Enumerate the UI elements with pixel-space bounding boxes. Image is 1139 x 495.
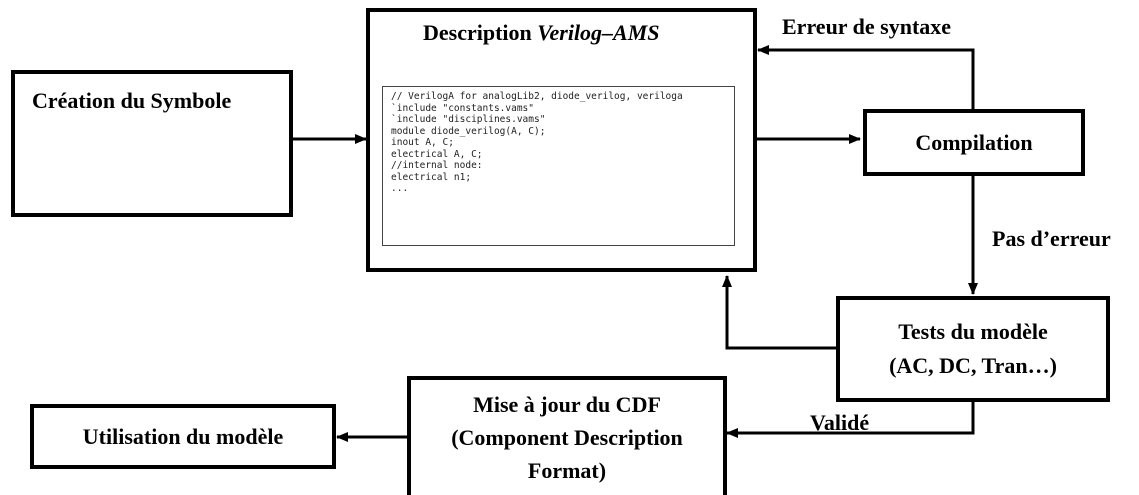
code-line: `include "constants.vams": [391, 102, 534, 114]
code-line: module diode_verilog(A, C);: [391, 125, 546, 137]
verilog-code-panel: // VerilogA for analogLib2, diode_verilo…: [382, 86, 735, 246]
compilation-label: Compilation: [915, 129, 1033, 155]
creation-symbole-box: [11, 70, 293, 217]
utilisation-modele-label: Utilisation du modèle: [82, 423, 284, 449]
compilation-box: Compilation: [863, 109, 1085, 176]
arrow-tests-to-description: [722, 275, 836, 350]
code-line: electrical n1;: [391, 171, 472, 183]
description-verilog-title: Description Verilog–AMS: [423, 20, 660, 45]
code-line: //internal node:: [391, 160, 483, 171]
creation-symbole-label: Création du Symbole: [32, 88, 232, 113]
tests-modele-line2: (AC, DC, Tran…): [889, 353, 1057, 378]
edge-label-valide: Validé: [810, 410, 870, 435]
edge-label-erreur-syntaxe: Erreur de syntaxe: [782, 14, 952, 39]
arrow-compilation-to-description-error: [757, 45, 975, 112]
tests-modele-line1: Tests du modèle: [898, 319, 1048, 344]
code-line: inout A, C;: [391, 137, 454, 148]
code-line: electrical A, C;: [391, 148, 483, 160]
utilisation-modele-box: Utilisation du modèle: [30, 404, 336, 469]
tests-modele-box: Tests du modèle (AC, DC, Tran…): [836, 296, 1110, 402]
code-line: // VerilogA for analogLib2, diode_verilo…: [391, 91, 683, 102]
arrow-tests-to-cdf: [726, 399, 975, 438]
cdf-line2: (Component Description: [451, 425, 683, 450]
code-line: `include "disciplines.vams": [391, 114, 546, 125]
code-line: ...: [391, 183, 409, 194]
cdf-line3: Format): [527, 458, 607, 483]
cdf-box: Mise à jour du CDF (Component Descriptio…: [407, 376, 727, 495]
edge-label-pas-erreur: Pas d’erreur: [992, 226, 1111, 251]
cdf-line1: Mise à jour du CDF: [473, 392, 661, 417]
